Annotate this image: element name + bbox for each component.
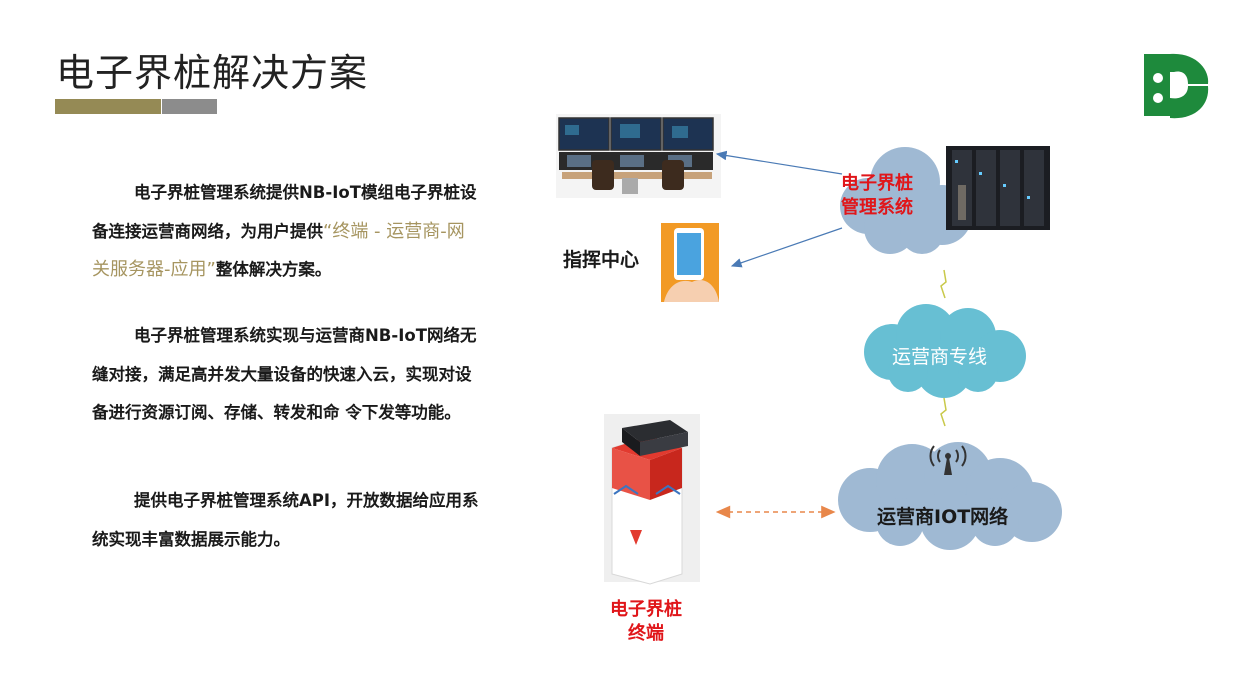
server-room-image [946,146,1050,230]
command-center-label: 指挥中心 [563,245,639,272]
terminal-image [604,414,700,584]
carrier-iot-label: 运营商IOT网络 [877,502,1008,529]
arrow-to-phone [732,228,842,266]
terminal-label-line1: 电子界桩 [610,598,682,622]
command-center-image [556,114,721,198]
mobile-phone-image [661,223,719,302]
mgmt-system-label-line2: 管理系统 [841,196,913,220]
link-mgmt-to-carrier-line [941,270,946,298]
mgmt-system-label-line1: 电子界桩 [841,172,913,196]
link-carrier-line-to-iot [941,398,946,426]
carrier-line-label: 运营商专线 [892,342,987,369]
arrow-to-command-center [717,154,842,174]
mgmt-system-label: 电子界桩 管理系统 [841,172,913,220]
terminal-label-line2: 终端 [610,622,682,646]
terminal-label: 电子界桩 终端 [610,598,682,646]
